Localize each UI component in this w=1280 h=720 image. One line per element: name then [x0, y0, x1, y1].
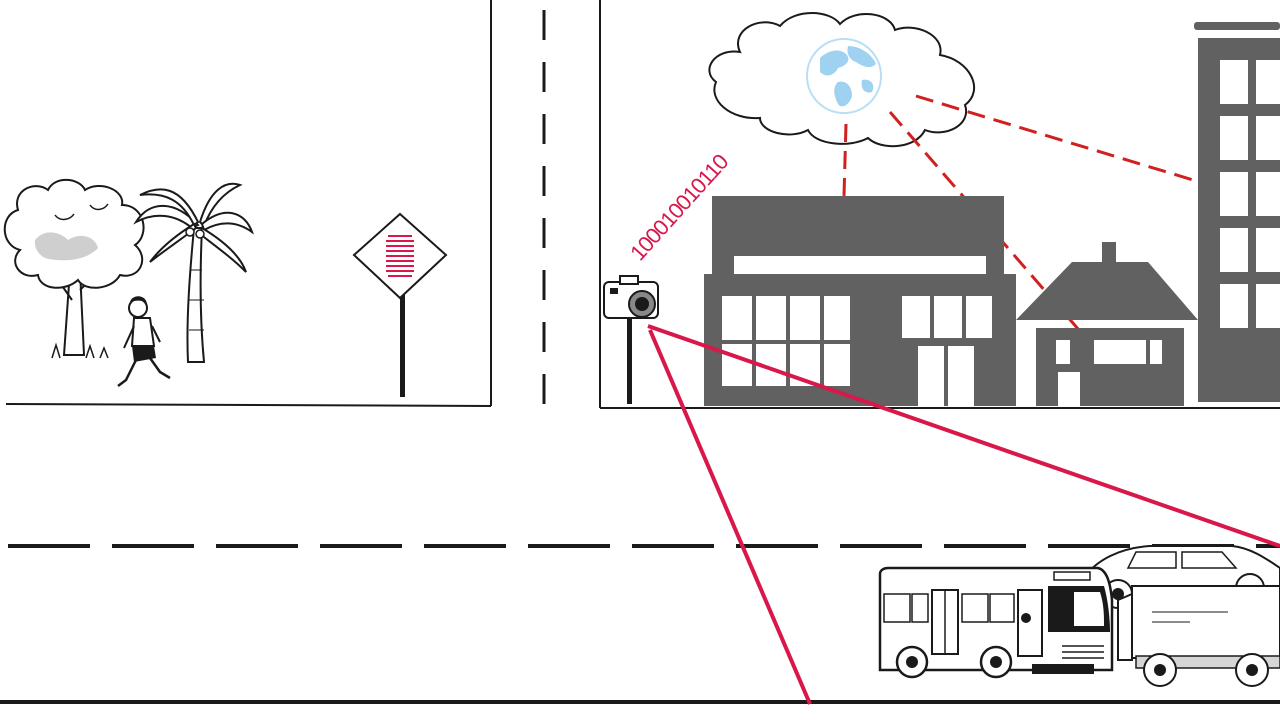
bus-icon: [878, 566, 1114, 679]
tower-building-icon: [1194, 22, 1280, 402]
road-sign-icon: [352, 212, 448, 397]
camera-view-lines: [647, 324, 1280, 705]
road: [0, 544, 1280, 704]
shop-building-icon: [704, 196, 1016, 406]
truck-icon: [1117, 585, 1280, 687]
globe-icon: [806, 38, 882, 114]
palm-tree-icon: [133, 182, 254, 363]
pedestrian-icon: [117, 296, 171, 387]
right-panel: 100010010110: [599, 0, 1280, 409]
left-panel: [3, 0, 492, 407]
house-icon: [1016, 242, 1198, 406]
left-panel-ground: [5, 403, 492, 407]
tree-icon: [3, 178, 145, 359]
camera-icon: [603, 275, 659, 404]
